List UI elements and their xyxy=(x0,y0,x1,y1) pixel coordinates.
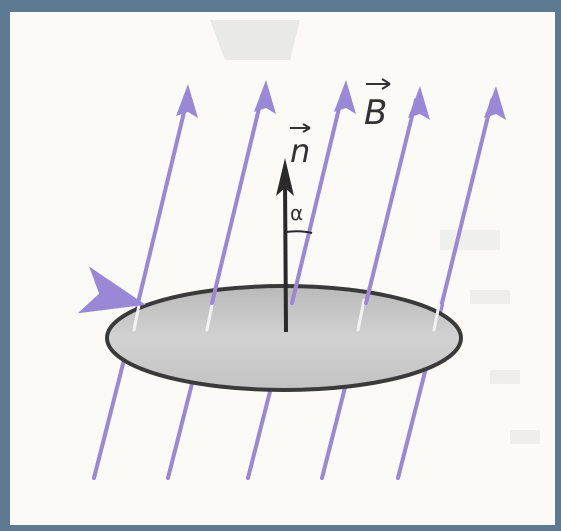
field-label: B xyxy=(364,93,387,133)
arrowhead-1 xyxy=(176,84,198,118)
field-arrowheads xyxy=(176,80,506,120)
field-line-5-arrow xyxy=(440,98,494,305)
field-line-2-arrow xyxy=(210,94,264,305)
normal-vector xyxy=(276,158,294,333)
label-n-group: n xyxy=(290,123,311,170)
arrowhead-5 xyxy=(484,86,506,120)
arrowhead-2 xyxy=(254,80,276,114)
field-line-4-arrow xyxy=(364,98,418,305)
normal-label: n xyxy=(290,132,310,170)
arrowhead-3 xyxy=(334,80,356,114)
normal-arrowhead xyxy=(276,158,294,196)
angle-label: α xyxy=(290,201,303,225)
angle-arc xyxy=(285,230,313,234)
label-B-group: B xyxy=(364,78,391,133)
arrowhead-4 xyxy=(408,86,430,120)
field-line-1-arrow xyxy=(77,102,188,314)
field-lines-upper xyxy=(77,94,494,314)
background-bleed xyxy=(210,20,540,444)
field-line-3-arrow xyxy=(290,94,344,305)
